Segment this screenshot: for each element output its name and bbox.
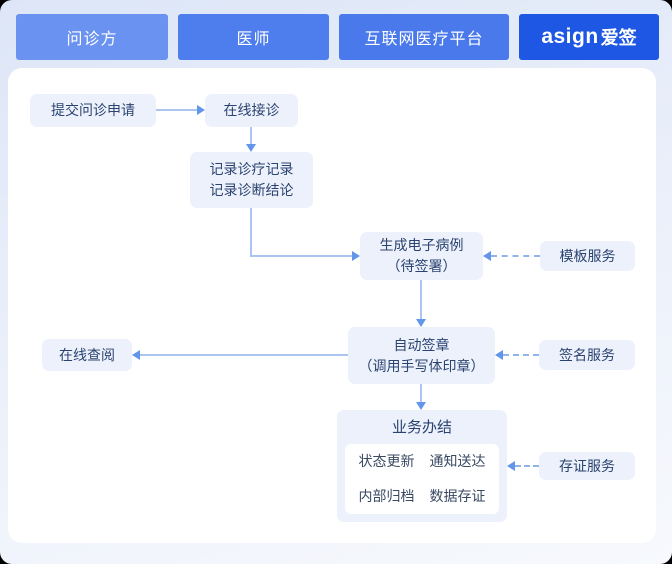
node-completion-title: 业务办结	[391, 418, 452, 436]
node-generate-emr-line1: 生成电子病例	[379, 237, 464, 253]
arrow-submit-to-accept-head	[197, 105, 205, 115]
lane-platform-label: 互联网医疗平台	[364, 31, 484, 48]
node-completion: 业务办结 状态更新 通知送达 内部归档 数据存证	[337, 410, 507, 522]
service-template: 模板服务	[540, 241, 635, 271]
arrow-generate-to-sign-line	[420, 280, 422, 319]
arrow-sign-to-completion-head	[416, 402, 426, 410]
node-auto-sign-line1: 自动签章	[393, 336, 450, 353]
arrow-sign-to-completion-line	[420, 384, 422, 402]
node-online-view-label: 在线查阅	[59, 346, 115, 363]
lane-doctor: 医师	[178, 14, 329, 60]
node-generate-emr: 生成电子病例 （待签署）	[360, 232, 483, 280]
arrow-template-to-generate-line	[491, 255, 540, 257]
completion-item-archive: 内部归档	[358, 488, 415, 504]
arrow-signature-to-sign-line	[503, 354, 539, 356]
service-template-label: 模板服务	[559, 247, 616, 264]
lane-header: 问诊方 医师 互联网医疗平台 asign 爱签	[16, 14, 659, 60]
arrow-record-to-generate-vline	[250, 208, 252, 256]
node-record: 记录诊疗记录 记录诊断结论	[190, 152, 313, 208]
arrow-record-to-generate-hline	[250, 255, 352, 257]
completion-item-notify: 通知送达	[429, 453, 486, 469]
service-evidence-label: 存证服务	[559, 457, 615, 474]
arrow-sign-to-view-head	[132, 350, 140, 360]
arrow-submit-to-accept-line	[156, 109, 197, 111]
completion-items-panel: 状态更新 通知送达 内部归档 数据存证	[345, 444, 499, 514]
lane-inquirer: 问诊方	[16, 14, 168, 60]
asign-logo: asign	[541, 25, 599, 48]
node-submit-request: 提交问诊申请	[30, 94, 156, 127]
arrow-signature-to-sign-head	[495, 350, 503, 360]
arrow-evidence-to-completion-head	[507, 461, 515, 471]
service-signature: 签名服务	[539, 340, 635, 370]
arrow-record-to-generate-head	[352, 251, 360, 261]
node-online-accept-label: 在线接诊	[223, 102, 280, 118]
arrow-sign-to-view-line	[140, 354, 348, 356]
service-signature-label: 签名服务	[559, 346, 615, 363]
node-online-view: 在线查阅	[42, 339, 132, 371]
completion-item-status-update: 状态更新	[358, 453, 415, 469]
node-online-accept: 在线接诊	[205, 94, 298, 127]
arrow-accept-to-record-line	[250, 127, 252, 144]
node-record-line1: 记录诊疗记录	[209, 161, 294, 177]
lane-platform: 互联网医疗平台	[339, 14, 509, 60]
arrow-generate-to-sign-head	[416, 319, 426, 327]
node-auto-sign-line2: （调用手写体印章）	[358, 357, 485, 374]
node-generate-emr-line2: （待签署）	[386, 258, 457, 274]
service-evidence: 存证服务	[539, 452, 635, 480]
node-auto-sign: 自动签章 （调用手写体印章）	[348, 327, 495, 384]
brand-name-cn: 爱签	[600, 28, 637, 48]
arrow-accept-to-record-head	[246, 144, 256, 152]
completion-item-evidence: 数据存证	[429, 488, 486, 504]
flowchart-canvas: 提交问诊申请 在线接诊 记录诊疗记录 记录诊断结论 生成电子病例 （待签署） 自…	[8, 68, 656, 543]
lane-doctor-label: 医师	[236, 31, 271, 48]
brand-banner: asign 爱签	[519, 14, 659, 60]
node-record-line2: 记录诊断结论	[209, 182, 294, 198]
arrow-evidence-to-completion-line	[515, 465, 539, 467]
lane-inquirer-label: 问诊方	[66, 31, 118, 48]
node-submit-request-label: 提交问诊申请	[51, 102, 135, 118]
arrow-template-to-generate-head	[483, 251, 491, 261]
